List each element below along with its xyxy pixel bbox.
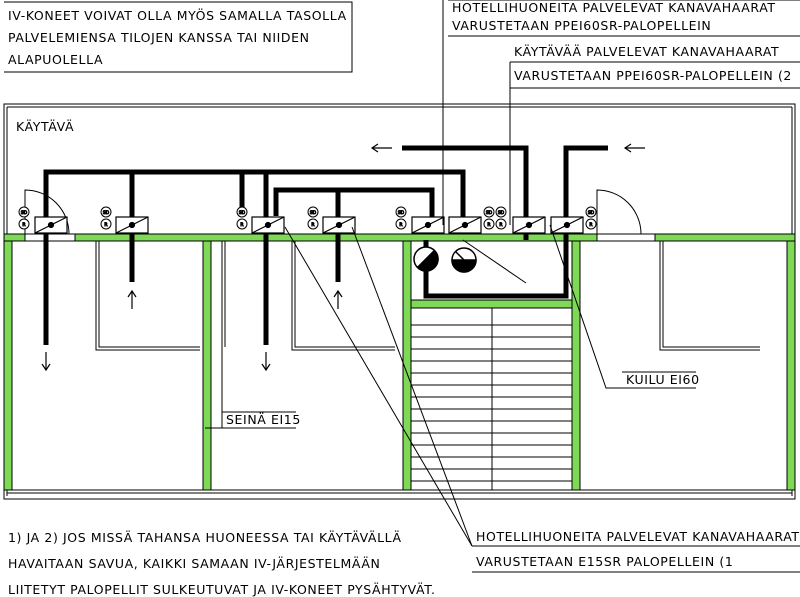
svg-text:R: R	[22, 222, 25, 228]
smoke-damper-1	[413, 246, 439, 272]
sd-8: SD R	[585, 206, 597, 230]
door-swings	[24, 189, 642, 235]
footnote-line-3: LIITETYT PALOPELLIT SULKEUTUVAT JA IV-KO…	[8, 582, 436, 597]
fire-dampers	[34, 216, 584, 234]
svg-text:SD: SD	[398, 210, 405, 216]
note-frames	[4, 0, 800, 573]
note-hotel-top-line-1: HOTELLIHUONEITA PALVELEVAT KANAVAHAARAT	[452, 0, 776, 15]
arrow-left-2	[623, 143, 645, 153]
damper-6	[448, 216, 482, 234]
damper-4	[322, 216, 356, 234]
footnote-line-1: 1) JA 2) JOS MISSÄ TAHANSA HUONEESSA TAI…	[8, 530, 402, 545]
note-iv-koneet-line-3: ALAPUOLELLA	[8, 52, 103, 67]
damper-8	[550, 216, 584, 234]
arrow-up-2	[333, 289, 343, 309]
damper-5	[411, 216, 445, 234]
fire-walls	[3, 233, 796, 491]
svg-text:R: R	[104, 222, 107, 228]
ducts	[43, 145, 608, 345]
note-corridor-top-line-2: VARUSTETAAN PPEI60SR-PALOPELLEIN (2	[514, 68, 792, 83]
damper-7	[512, 216, 546, 234]
duct-connector-line	[462, 239, 527, 284]
door-openings	[24, 233, 656, 242]
svg-text:R: R	[240, 222, 243, 228]
label-seina: SEINÄ EI15	[226, 412, 301, 427]
room-label-kaytava: KÄYTÄVÄ	[16, 119, 74, 134]
arrow-down-2	[261, 352, 271, 372]
sd-3: SD R	[236, 206, 248, 230]
smoke-damper-2	[451, 247, 477, 273]
svg-text:SD: SD	[103, 210, 110, 216]
svg-text:SD: SD	[498, 210, 505, 216]
leader-lines	[205, 0, 622, 547]
sd-6: SD R	[483, 206, 495, 230]
damper-3	[251, 216, 285, 234]
note-hotel-bottom-line-2: VARUSTETAAN E15SR PALOPELLEIN (1	[476, 554, 733, 569]
damper-1	[34, 216, 68, 234]
smoke-control-dampers	[413, 246, 477, 273]
svg-text:R: R	[399, 222, 402, 228]
note-hotel-bottom-line-1: HOTELLIHUONEITA PALVELEVAT KANAVAHAARAT	[476, 529, 800, 544]
svg-text:R: R	[487, 222, 490, 228]
svg-text:R: R	[311, 222, 314, 228]
note-iv-koneet-line-2: PALVELEMIENSA TILOJEN KANSSA TAI NIIDEN	[8, 30, 310, 45]
svg-text:SD: SD	[239, 210, 246, 216]
svg-text:SD: SD	[486, 210, 493, 216]
svg-text:SD: SD	[310, 210, 317, 216]
sd-2: SD R	[100, 206, 112, 230]
footnote-line-2: HAVAITAAN SAVUA, KAIKKI SAMAAN IV-JÄRJES…	[8, 556, 380, 571]
text-labels: IV-KONEET VOIVAT OLLA MYÖS SAMALLA TASOL…	[8, 0, 800, 597]
sd-4: SD R	[307, 206, 319, 230]
svg-text:SD: SD	[588, 210, 595, 216]
svg-text:SD: SD	[21, 210, 28, 216]
smoke-detectors: SD R SD R SD R SD R SD R SD R SD R SD R	[18, 206, 597, 230]
damper-2	[115, 216, 149, 234]
flow-arrows	[41, 143, 645, 372]
note-hotel-top-line-2: VARUSTETAAN PPEI60SR-PALOPELLEIN	[452, 18, 711, 33]
staircase	[411, 308, 572, 490]
note-iv-koneet-line-1: IV-KONEET VOIVAT OLLA MYÖS SAMALLA TASOL…	[8, 7, 347, 23]
building-outline	[3, 103, 796, 500]
sd-5: SD R	[395, 206, 407, 230]
note-corridor-top-line-1: KÄYTÄVÄÄ PALVELEVAT KANAVAHAARAT	[514, 44, 779, 59]
sd-1: SD R	[18, 206, 30, 230]
svg-text:R: R	[499, 222, 502, 228]
arrow-up-1	[127, 289, 137, 309]
arrow-left-1	[370, 143, 392, 153]
sd-7: SD R	[495, 206, 507, 230]
label-kuilu: KUILU EI60	[626, 372, 700, 387]
svg-text:R: R	[589, 222, 592, 228]
arrow-down-1	[41, 352, 51, 372]
